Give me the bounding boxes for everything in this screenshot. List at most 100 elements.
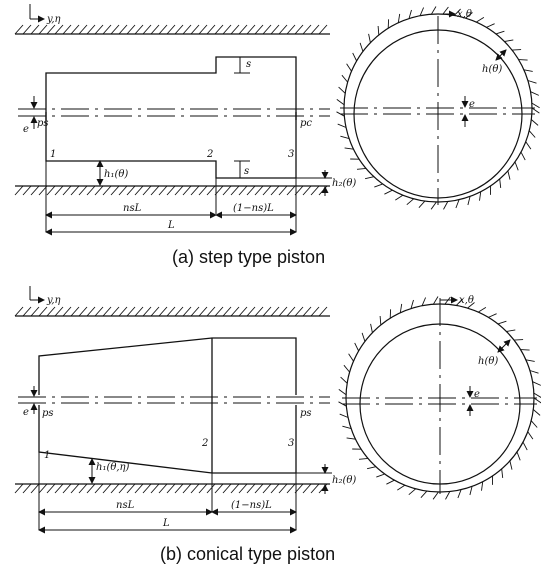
s-label-upper-a: s (246, 59, 251, 70)
h-theta-arrow-b (497, 339, 511, 353)
hatch-stroke (190, 185, 200, 196)
hatch-stroke (367, 466, 376, 470)
hatch-stroke (94, 483, 104, 494)
hatch-stroke (230, 24, 240, 35)
hatch-stroke (525, 359, 535, 362)
hatch-stroke (46, 483, 56, 494)
hatch-stroke (102, 185, 112, 196)
hatch-stroke (514, 339, 524, 341)
pc-label-a: pc (300, 118, 312, 129)
ns-label-a: nsL (123, 203, 142, 214)
hatch-stroke (54, 483, 64, 494)
hatch-stroke (54, 306, 64, 317)
hatch-stroke (246, 483, 256, 494)
hatch-stroke (198, 306, 208, 317)
hatch-stroke (86, 483, 96, 494)
hatch-stroke (342, 425, 352, 430)
hatch-stroke (270, 185, 280, 196)
hatch-stroke (214, 483, 224, 494)
hatch-stroke (338, 389, 347, 396)
hatch-stroke (302, 483, 312, 494)
hatch-stroke (166, 24, 176, 35)
hatch-stroke (142, 483, 152, 494)
hatch-stroke (310, 306, 320, 317)
hatch-stroke (408, 488, 416, 496)
h-theta-arrow-a (495, 49, 507, 61)
hatch-stroke (348, 353, 354, 362)
hatch-stroke (14, 24, 24, 35)
hatch-stroke (166, 483, 176, 494)
hatch-stroke (14, 306, 24, 317)
hatch-stroke (30, 306, 40, 317)
hatch-stroke (530, 91, 539, 96)
point-3-a: 3 (288, 149, 294, 160)
hatch-stroke (174, 24, 184, 35)
ps-label-a: ps (37, 118, 49, 129)
hatch-stroke (467, 196, 471, 206)
hatch-stroke (70, 185, 80, 196)
hatch-stroke (399, 303, 403, 313)
hatch-stroke (62, 483, 72, 494)
hatch-stroke (62, 306, 72, 317)
hatch-stroke (457, 489, 462, 499)
hatch-stroke (376, 473, 385, 478)
hatch-stroke (504, 39, 514, 42)
hatch-stroke (262, 24, 272, 35)
hatch-stroke (531, 107, 540, 114)
hatch-stroke (174, 185, 184, 196)
hatch-stroke (397, 13, 401, 23)
hatch-stroke (529, 370, 539, 374)
top-wall-hatch-b (14, 306, 328, 317)
hatch-stroke (340, 376, 348, 384)
diagram-step-piston: y,η e ps pc s 1 2 3 h₁(θ) s (14, 4, 540, 267)
hatch-stroke (442, 6, 449, 15)
hatch-stroke (158, 185, 168, 196)
hatch-stroke (206, 306, 216, 317)
hatch-stroke (419, 7, 425, 16)
hatch-stroke (278, 185, 288, 196)
hatch-stroke (150, 185, 160, 196)
hatch-stroke (430, 201, 437, 210)
hatch-stroke (150, 483, 160, 494)
hatch-stroke (230, 185, 240, 196)
hatch-stroke (337, 123, 347, 128)
point-3-b: 3 (288, 438, 294, 449)
hatch-stroke (455, 199, 460, 209)
hatch-stroke (158, 483, 168, 494)
hatch-stroke (520, 151, 526, 161)
hatch-stroke (344, 147, 354, 150)
hatch-stroke (286, 24, 296, 35)
hatch-stroke (142, 306, 152, 317)
hatch-stroke (246, 24, 256, 35)
hatch-stroke (302, 24, 312, 35)
hatch-stroke (14, 185, 24, 196)
hatch-stroke (238, 185, 248, 196)
hatch-stroke (270, 483, 280, 494)
axis-x-label-b: x,θ (459, 295, 474, 306)
h1-label-a: h₁(θ) (104, 169, 128, 180)
end-view-a: x,θ h(θ) e (336, 6, 540, 210)
hatch-stroke (86, 185, 96, 196)
hatch-stroke (486, 23, 495, 28)
hatch-stroke (432, 491, 439, 500)
hatch-stroke (421, 297, 427, 306)
hatch-stroke (270, 24, 280, 35)
hatch-stroke (410, 299, 414, 309)
point-2-b: 2 (201, 438, 208, 449)
hatch-stroke (262, 306, 272, 317)
hatch-stroke (343, 364, 350, 373)
s-label-lower-a: s (244, 166, 249, 177)
bottom-wall-hatch-b (14, 483, 328, 494)
hatch-stroke (341, 74, 348, 83)
hatch-stroke (110, 483, 120, 494)
h-theta-label-b: h(θ) (478, 356, 498, 367)
bore-hatch-b (338, 296, 541, 500)
hatch-stroke (118, 483, 128, 494)
hatch-stroke (62, 185, 72, 196)
ns-label-b: nsL (116, 500, 135, 511)
hatch-stroke (190, 483, 200, 494)
hatch-stroke (318, 185, 328, 196)
hatch-stroke (110, 24, 120, 35)
hatch-stroke (246, 306, 256, 317)
